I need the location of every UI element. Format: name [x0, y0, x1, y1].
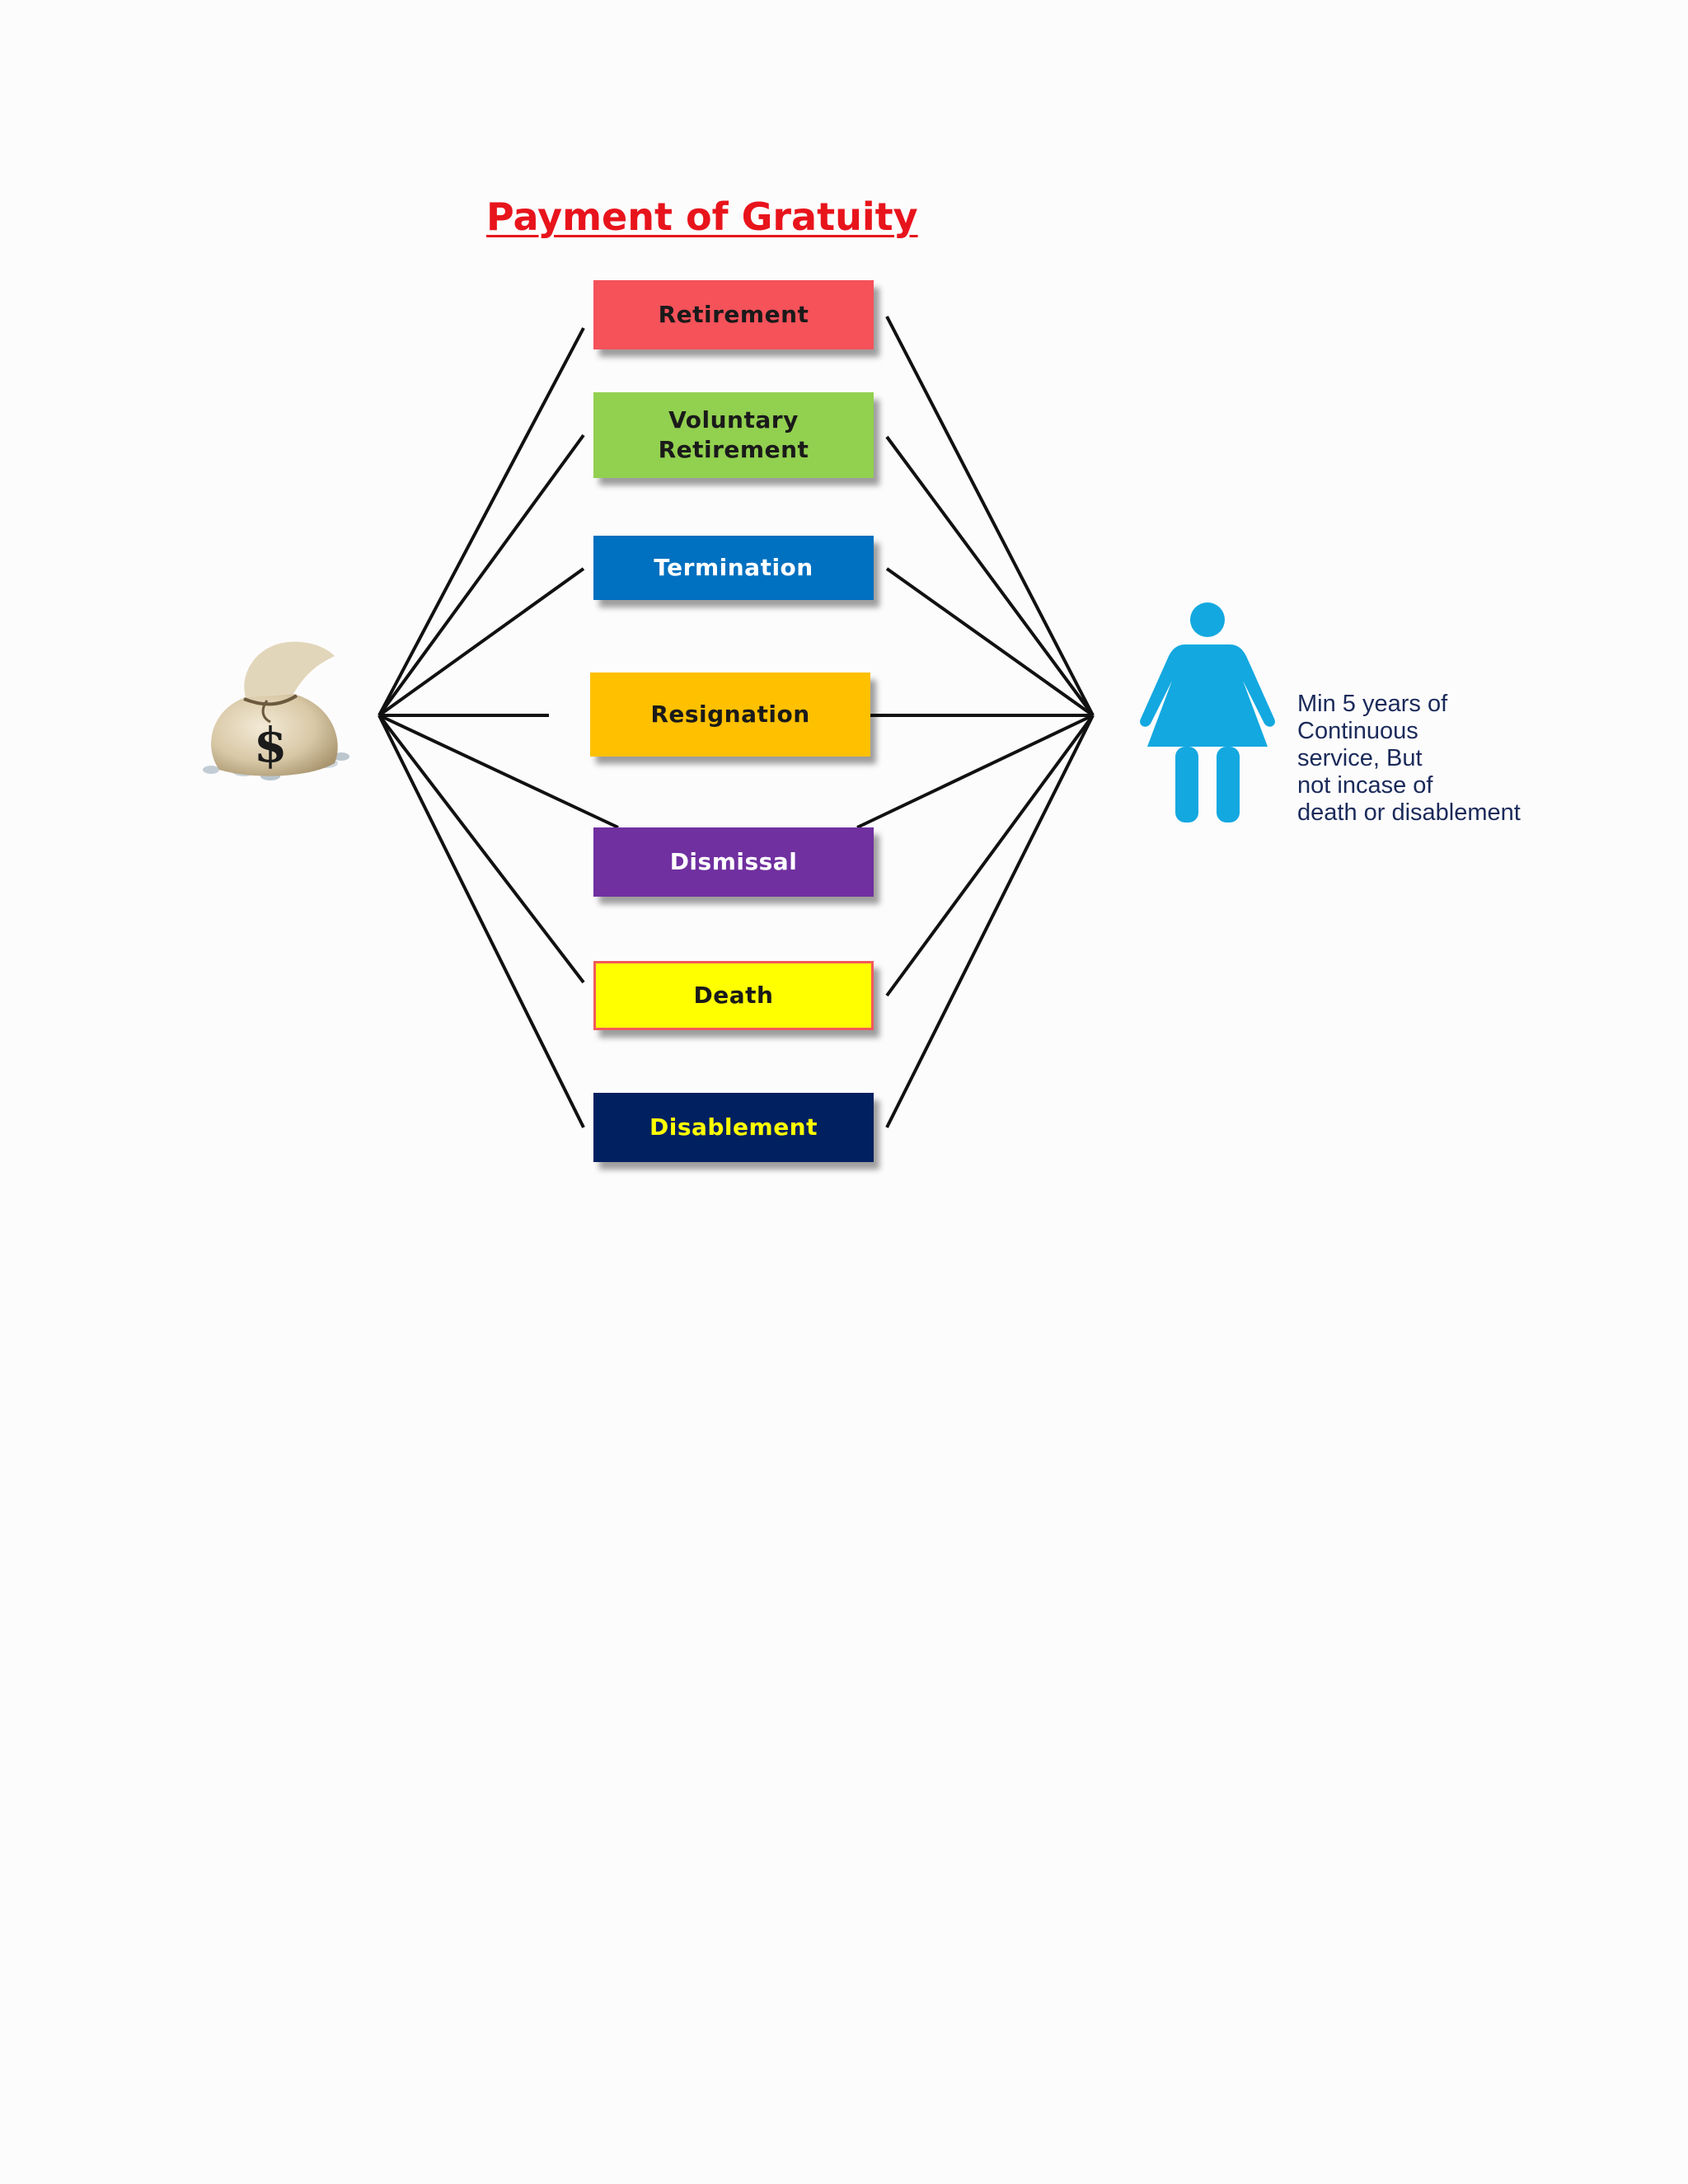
connector-right-5 — [885, 714, 1095, 997]
box-dismissal: Dismissal — [593, 827, 874, 897]
connector-right-6 — [885, 715, 1095, 1128]
eligibility-note: Min 5 years of Continuous service, But n… — [1297, 691, 1521, 826]
box-disablement: Disablement — [593, 1093, 874, 1162]
connector-left-6 — [377, 715, 585, 1128]
money-bag-icon: $ — [203, 641, 349, 780]
box-death: Death — [593, 961, 874, 1030]
woman-icon — [1140, 602, 1275, 823]
connector-left-5 — [377, 714, 585, 984]
box-resignation: Resignation — [590, 673, 870, 757]
box-termination: Termination — [593, 536, 874, 600]
connector-left-2 — [377, 567, 585, 717]
connector-right-2 — [885, 567, 1095, 717]
svg-text:$: $ — [254, 717, 287, 773]
connector-right-0 — [885, 316, 1095, 716]
box-retirement: Retirement — [593, 280, 874, 349]
connector-right-1 — [885, 435, 1095, 717]
connector-right-4 — [856, 714, 1094, 829]
connector-left-4 — [378, 714, 619, 829]
connector-left-0 — [377, 327, 585, 716]
connector-left-1 — [377, 434, 585, 717]
diagram-title: Payment of Gratuity — [486, 194, 918, 239]
box-voluntary-retirement: Voluntary Retirement — [593, 392, 874, 478]
